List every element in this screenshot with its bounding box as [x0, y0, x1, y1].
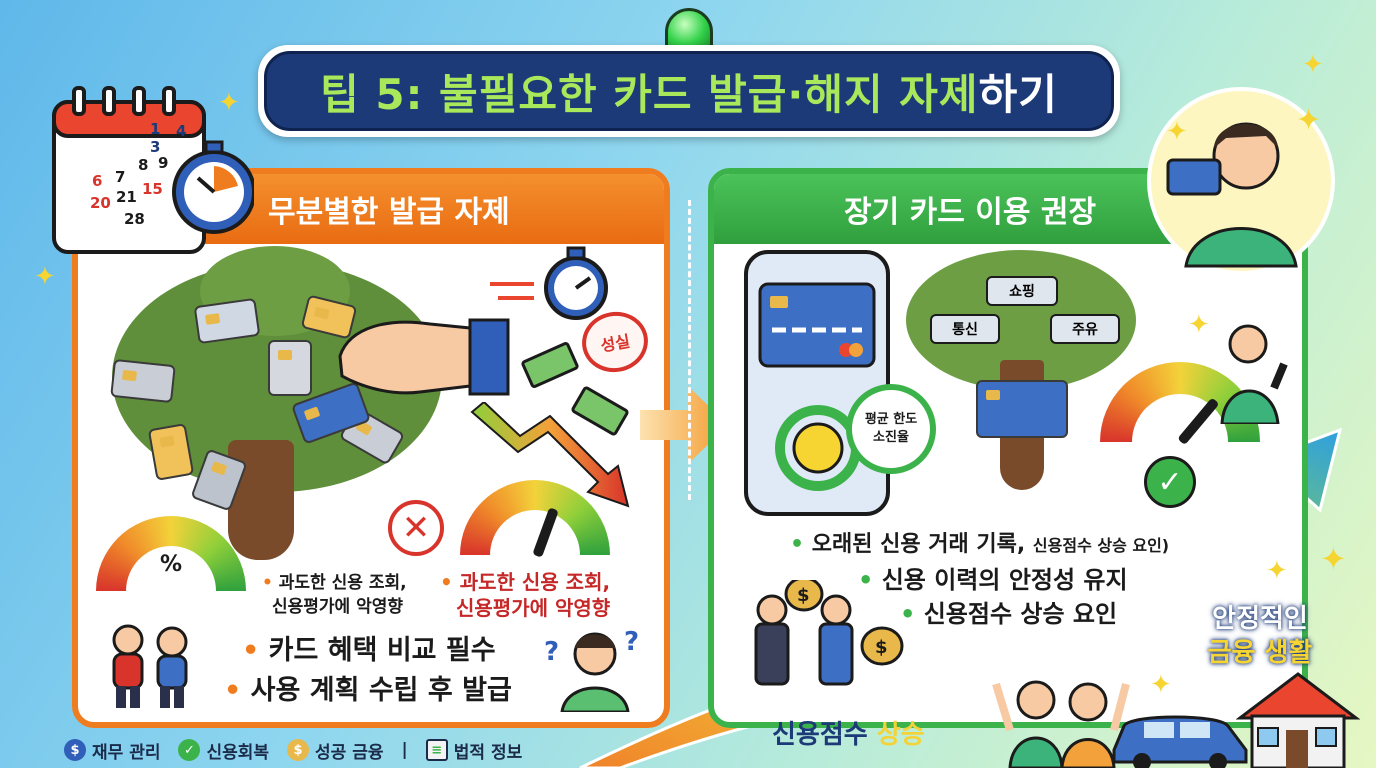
cal-num-15: 15	[142, 180, 163, 198]
right-bullet-score: • 신용점수 상승 요인	[900, 600, 1118, 628]
footer-item-recovery-label: 신용회복	[206, 742, 270, 763]
cal-num-1: 1	[150, 120, 161, 138]
svg-text:?: ?	[624, 627, 639, 657]
title-suffix: 하기	[978, 69, 1058, 119]
footer-bar: $재무 관리 ✓신용회복 $성공 금융 | ≡법적 정보	[64, 736, 522, 764]
left-red-bullet-line2: 신용평가에 악영향	[456, 596, 611, 620]
cal-num-9: 9	[158, 154, 169, 172]
svg-text:$: $	[797, 585, 810, 606]
dollar-icon: $	[64, 739, 86, 761]
close-icon: ✕	[388, 500, 444, 556]
hand-icon	[338, 318, 510, 396]
check-icon: ✓	[1144, 456, 1196, 508]
title-banner: 팁 5: 불필요한 카드 발급·해지 자제하기	[258, 45, 1120, 137]
sparkle-icon: ✦	[1302, 50, 1324, 80]
stable-line1: 안정적인	[1212, 604, 1308, 634]
sparkle-icon: ✦	[218, 88, 240, 118]
house-icon	[1236, 672, 1360, 768]
happy-man-avatar: ✦ ✦	[1147, 87, 1335, 275]
family-icon	[992, 680, 1130, 768]
right-bullet-stability: • 신용 이력의 안정성 유지	[858, 566, 1128, 594]
card-icon	[268, 340, 312, 396]
cal-num-7: 7	[115, 168, 126, 186]
stable-line2: 금융 생활	[1207, 638, 1313, 668]
left-small-bullet: • 과도한 신용 조회,	[262, 573, 407, 593]
svg-text:$: $	[875, 637, 888, 658]
footer-item-recovery[interactable]: ✓신용회복	[178, 738, 269, 763]
title-banner-inner: 팁 5: 불필요한 카드 발급·해지 자제하기	[264, 51, 1114, 131]
phone-icon	[744, 250, 890, 516]
sparkle-icon: ✦	[1320, 540, 1347, 578]
left-bullet-benefit-text: 카드 혜택 비교 필수	[268, 635, 496, 666]
right-bullet-score-text: 신용점수 상승 요인	[923, 600, 1118, 628]
check-circle-icon: ✓	[178, 739, 201, 761]
cal-num-3: 3	[150, 138, 161, 156]
cal-num-4: 4	[176, 122, 187, 140]
speed-line	[498, 296, 534, 300]
coin-icon: $	[287, 739, 310, 761]
left-bullet-plan-text: 사용 계획 수립 후 발급	[250, 675, 512, 706]
left-bullet-plan: • 사용 계획 수립 후 발급	[224, 675, 512, 706]
footer-item-finance[interactable]: $ 재무 관리	[64, 738, 160, 763]
credit-rise-suffix: 상승	[876, 720, 925, 750]
card-icon	[110, 358, 176, 404]
cal-num-20: 20	[90, 194, 111, 212]
right-bullet-stability-text: 신용 이력의 안정성 유지	[881, 566, 1128, 594]
tag-fuel: 주유	[1050, 314, 1120, 344]
usage-rate-line1: 평균 한도	[864, 412, 918, 427]
left-bullet-benefit: • 카드 혜택 비교 필수	[242, 635, 496, 666]
left-small-bullet-line2: 신용평가에 악영향	[272, 597, 404, 617]
cal-num-8: 8	[138, 156, 149, 174]
page-title: 팁 5: 불필요한 카드 발급·해지 자제하기	[320, 61, 1058, 122]
handshake-icon: $ $	[754, 580, 904, 686]
calendar-icon	[52, 86, 254, 254]
footer-item-finance-label: 재무 관리	[92, 742, 161, 763]
credit-rise-label: 신용점수 상승	[772, 714, 925, 751]
usage-rate-line2: 소진율	[873, 430, 909, 445]
sparkle-icon: ✦	[1150, 670, 1172, 700]
right-bullet-history: • 오래된 신용 거래 기록, 신용점수 상승 요인)	[790, 532, 1170, 557]
panel-divider	[688, 200, 691, 500]
sparkle-icon: ✦	[1188, 310, 1210, 340]
speed-line	[490, 282, 534, 286]
car-icon	[1112, 715, 1248, 768]
left-red-bullet: • 과도한 신용 조회,	[440, 570, 611, 594]
stopwatch-icon	[544, 246, 608, 320]
footer-item-success-label: 성공 금융	[315, 742, 384, 763]
svg-text:?: ?	[544, 637, 559, 667]
down-arrow-icon	[470, 402, 630, 508]
footer-item-legal-label: 법적 정보	[453, 742, 523, 763]
footer-separator: |	[401, 740, 408, 760]
tag-telecom: 통신	[930, 314, 1000, 344]
usage-rate-badge: 평균 한도 소진율	[846, 384, 936, 474]
right-bullet-history-small: 신용점수 상승 요인)	[1032, 536, 1170, 555]
thinking-person-icon: ? ?	[544, 627, 639, 712]
title-prefix: 팁 5: 불필요한 카드 발급·해지 자제	[320, 69, 979, 119]
tag-shopping: 쇼핑	[986, 276, 1058, 306]
gauge-percent-symbol: %	[160, 552, 183, 577]
blue-card-icon	[976, 380, 1068, 438]
left-small-bullet-line1: 과도한 신용 조회,	[278, 573, 407, 593]
document-icon: ≡	[425, 739, 448, 761]
cal-num-21: 21	[116, 188, 137, 206]
stable-life-label: 안정적인 금융 생활	[1190, 602, 1330, 670]
footer-item-legal[interactable]: ≡법적 정보	[425, 738, 523, 763]
svg-text:✦: ✦	[1296, 103, 1321, 138]
stressed-people-icon	[112, 624, 188, 708]
left-red-bullet-line1: 과도한 신용 조회,	[459, 570, 611, 594]
right-arrow-icon	[640, 386, 728, 464]
tree-trunk	[228, 440, 294, 560]
sparkle-icon: ✦	[1266, 556, 1288, 586]
right-bullet-history-text: 오래된 신용 거래 기록,	[811, 532, 1026, 557]
credit-rise-prefix: 신용점수	[772, 720, 877, 750]
sparkle-icon: ✦	[34, 262, 56, 292]
cal-num-28: 28	[124, 210, 145, 228]
cal-num-6: 6	[92, 172, 103, 190]
cheering-man-icon	[1220, 324, 1288, 424]
svg-text:✦: ✦	[1166, 117, 1188, 147]
footer-item-success[interactable]: $성공 금융	[287, 738, 384, 763]
